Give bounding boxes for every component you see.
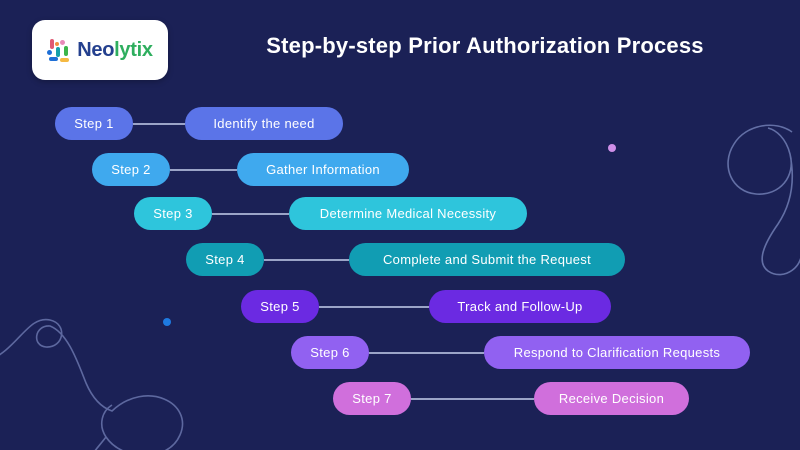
decorative-dot-pink: [608, 144, 616, 152]
step-connector-line: [264, 258, 349, 261]
step-label-pill: Respond to Clarification Requests: [484, 336, 750, 369]
decorative-squiggle-bottom-left: [0, 318, 184, 450]
process-step-row: Step 7 Receive Decision: [333, 382, 689, 415]
step-label-pill: Receive Decision: [534, 382, 689, 415]
step-number-pill: Step 2: [92, 153, 170, 186]
step-number-pill: Step 1: [55, 107, 133, 140]
step-number-pill: Step 6: [291, 336, 369, 369]
step-number-pill: Step 5: [241, 290, 319, 323]
step-connector-line: [319, 305, 429, 308]
step-number-pill: Step 7: [333, 382, 411, 415]
step-connector-line: [133, 122, 185, 125]
step-label-pill: Gather Information: [237, 153, 409, 186]
decorative-dot-blue: [163, 318, 171, 326]
logo-text-lytix: lytix: [114, 38, 153, 61]
process-step-row: Step 6 Respond to Clarification Requests: [291, 336, 750, 369]
step-label-pill: Determine Medical Necessity: [289, 197, 527, 230]
process-step-row: Step 1 Identify the need: [55, 107, 343, 140]
page-title: Step-by-step Prior Authorization Process: [266, 33, 704, 58]
decorative-swirl-top-right: [727, 124, 800, 276]
step-number-pill: Step 4: [186, 243, 264, 276]
process-step-row: Step 2 Gather Information: [92, 153, 409, 186]
step-connector-line: [411, 397, 534, 400]
step-number-pill: Step 3: [134, 197, 212, 230]
step-label-pill: Identify the need: [185, 107, 343, 140]
logo-text-neo: Neo: [77, 38, 115, 61]
step-label-pill: Track and Follow-Up: [429, 290, 611, 323]
process-step-row: Step 4 Complete and Submit the Request: [186, 243, 625, 276]
neolytix-logo-text: Neolytix: [77, 38, 153, 62]
step-connector-line: [212, 212, 289, 215]
neolytix-logo-icon: [47, 38, 71, 62]
process-step-row: Step 5 Track and Follow-Up: [241, 290, 611, 323]
process-step-row: Step 3 Determine Medical Necessity: [134, 197, 527, 230]
neolytix-logo: Neolytix: [32, 20, 168, 80]
step-connector-line: [369, 351, 484, 354]
step-label-pill: Complete and Submit the Request: [349, 243, 625, 276]
step-connector-line: [170, 168, 237, 171]
